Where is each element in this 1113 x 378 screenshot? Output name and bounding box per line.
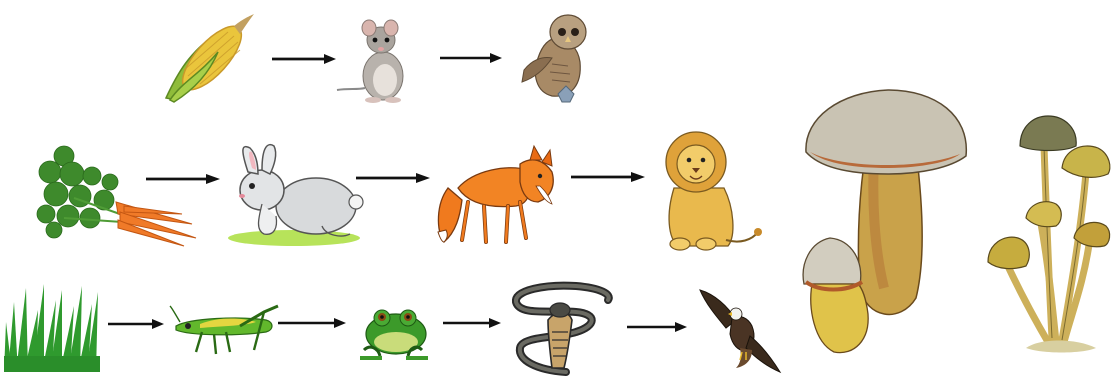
lion-image [644, 128, 762, 252]
arrow-snake-to-eagle [627, 322, 687, 332]
arrow-fox-to-lion [571, 172, 645, 182]
corn-image [160, 12, 256, 104]
grasshopper-image [170, 304, 280, 362]
rabbit-image [222, 142, 364, 246]
arrow-frog-to-snake [443, 318, 501, 328]
arrow-rabbit-to-fox [356, 173, 430, 183]
bolete-mushroom-image [800, 88, 972, 358]
snake-image [506, 280, 614, 376]
mouse-image [335, 18, 415, 104]
cluster-mushrooms-image [986, 112, 1112, 356]
frog-image [356, 298, 430, 362]
arrow-corn-to-mouse [272, 54, 336, 64]
arrow-grass-to-grasshopper [108, 319, 164, 329]
fox-image [434, 146, 558, 246]
carrot-image [34, 138, 198, 250]
owl-image [518, 8, 598, 104]
arrow-grasshopper-to-frog [278, 318, 346, 328]
eagle-image [696, 284, 782, 374]
arrow-mouse-to-owl [440, 53, 502, 63]
grass-image [4, 282, 100, 372]
arrow-carrot-to-rabbit [146, 174, 220, 184]
